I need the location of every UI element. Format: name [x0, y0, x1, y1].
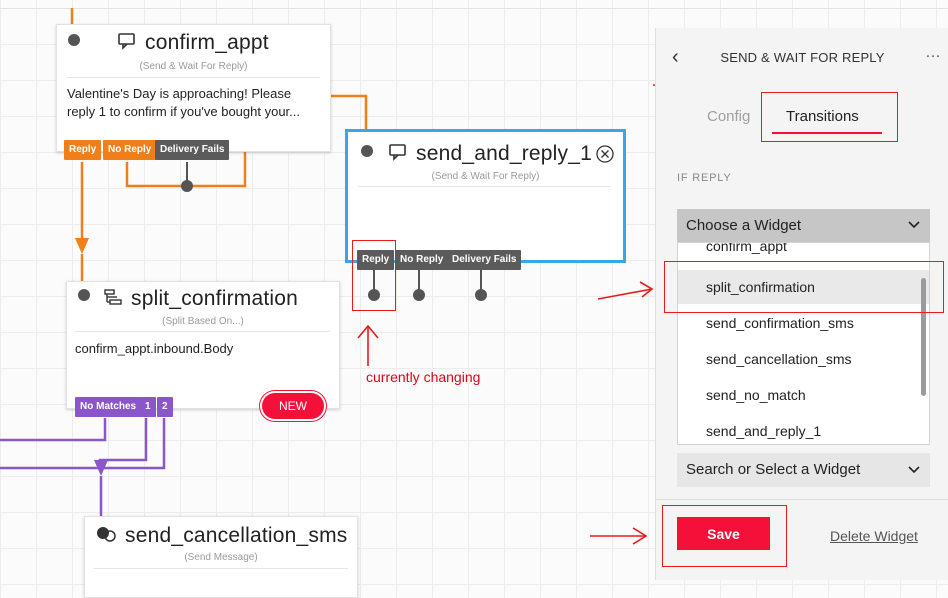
delete-widget-link[interactable]: Delete Widget: [830, 528, 918, 544]
panel-divider: [656, 499, 948, 500]
chevron-down-icon: [908, 453, 920, 500]
chevron-down-icon: [908, 209, 920, 254]
connector-case-2: [0, 418, 166, 470]
connector-confirm-to-send-reply: [328, 94, 368, 134]
save-button[interactable]: Save: [677, 517, 770, 550]
transition-case-2[interactable]: 2: [157, 397, 173, 417]
select-value: Choose a Widget: [686, 217, 802, 234]
chat-bubble-icon: [388, 143, 408, 166]
widget-subtitle: (Split Based On...): [162, 316, 244, 327]
widget-port-dot[interactable]: [78, 289, 90, 301]
widget-title: send_and_reply_1: [416, 142, 593, 165]
split-icon: [103, 288, 123, 311]
widget-title: send_cancellation_sms: [125, 524, 348, 547]
annotation-note: currently changing: [366, 369, 481, 385]
dropdown-option[interactable]: send_confirmation_sms: [706, 315, 854, 331]
widget-dropdown-list[interactable]: confirm_appt split_confirmation send_con…: [677, 242, 930, 445]
annotation-box-transitions: [761, 92, 898, 142]
widget-confirm-appt[interactable]: confirm_appt (Send & Wait For Reply) Val…: [56, 24, 331, 152]
widget-body-text: confirm_appt.inbound.Body: [75, 341, 234, 356]
widget-subtitle: (Send & Wait For Reply): [431, 171, 540, 182]
widget-config-panel: ‹ SEND & WAIT FOR REPLY … Config Transit…: [655, 28, 948, 580]
widget-select[interactable]: Choose a Widget: [677, 209, 930, 242]
panel-title: SEND & WAIT FOR REPLY: [720, 50, 885, 65]
chat-bubble-icon: [117, 32, 137, 55]
widget-port-dot[interactable]: [68, 34, 80, 46]
dropdown-scrollbar[interactable]: [921, 278, 926, 396]
tab-config[interactable]: Config: [707, 108, 751, 125]
widget-title: confirm_appt: [145, 31, 269, 54]
widget-body-text: Valentine's Day is approaching! Please r…: [67, 86, 300, 119]
back-chevron-icon[interactable]: ‹: [672, 46, 679, 68]
dropdown-option[interactable]: send_no_match: [706, 387, 806, 403]
transition-delivery-fails[interactable]: Delivery Fails: [155, 140, 230, 160]
transition-reply[interactable]: Reply: [64, 140, 102, 160]
connector-nub[interactable]: [413, 289, 425, 301]
new-badge[interactable]: NEW: [262, 393, 324, 419]
widget-subtitle: (Send & Wait For Reply): [139, 61, 248, 72]
tab-transitions[interactable]: Transitions: [786, 108, 859, 125]
select-placeholder: Search or Select a Widget: [686, 461, 861, 478]
arrowhead-cancellation: [94, 460, 108, 476]
widget-search-select[interactable]: Search or Select a Widget: [677, 453, 930, 487]
transition-no-reply[interactable]: No Reply: [395, 250, 449, 270]
canvas-top-border: [0, 8, 948, 9]
transition-no-matches[interactable]: No Matches: [75, 397, 142, 417]
widget-port-dot[interactable]: [361, 145, 373, 157]
transition-reply[interactable]: Reply: [357, 250, 395, 270]
connector-nub[interactable]: [181, 180, 193, 192]
widget-split-confirmation[interactable]: split_confirmation (Split Based On...) c…: [66, 281, 340, 409]
chat-bubbles-icon: [95, 525, 117, 548]
transition-no-reply[interactable]: No Reply: [103, 140, 157, 160]
widget-send-cancellation-sms[interactable]: send_cancellation_sms (Send Message): [84, 516, 358, 598]
dropdown-option[interactable]: confirm_appt: [706, 242, 787, 254]
arrowhead-split: [75, 238, 89, 254]
widget-subtitle: (Send Message): [184, 552, 258, 563]
dropdown-option[interactable]: send_and_reply_1: [706, 423, 822, 439]
active-tab-underline: [772, 132, 882, 134]
widget-title: split_confirmation: [131, 287, 299, 310]
annotation-box-option: [664, 261, 944, 313]
annotation-box-reply: [352, 240, 396, 311]
dropdown-option[interactable]: send_cancellation_sms: [706, 351, 852, 367]
dropdown-option-highlighted[interactable]: split_confirmation: [678, 270, 929, 304]
connector-no-matches: [0, 418, 107, 442]
transition-case-1[interactable]: 1: [140, 397, 156, 417]
annotation-box-save: [662, 505, 787, 567]
connector-nub[interactable]: [368, 289, 380, 301]
transition-delivery-fails[interactable]: Delivery Fails: [447, 250, 522, 270]
more-options-icon[interactable]: …: [925, 44, 941, 61]
close-icon[interactable]: [596, 145, 614, 168]
if-reply-label: IF REPLY: [677, 172, 732, 184]
connector-nub[interactable]: [475, 289, 487, 301]
